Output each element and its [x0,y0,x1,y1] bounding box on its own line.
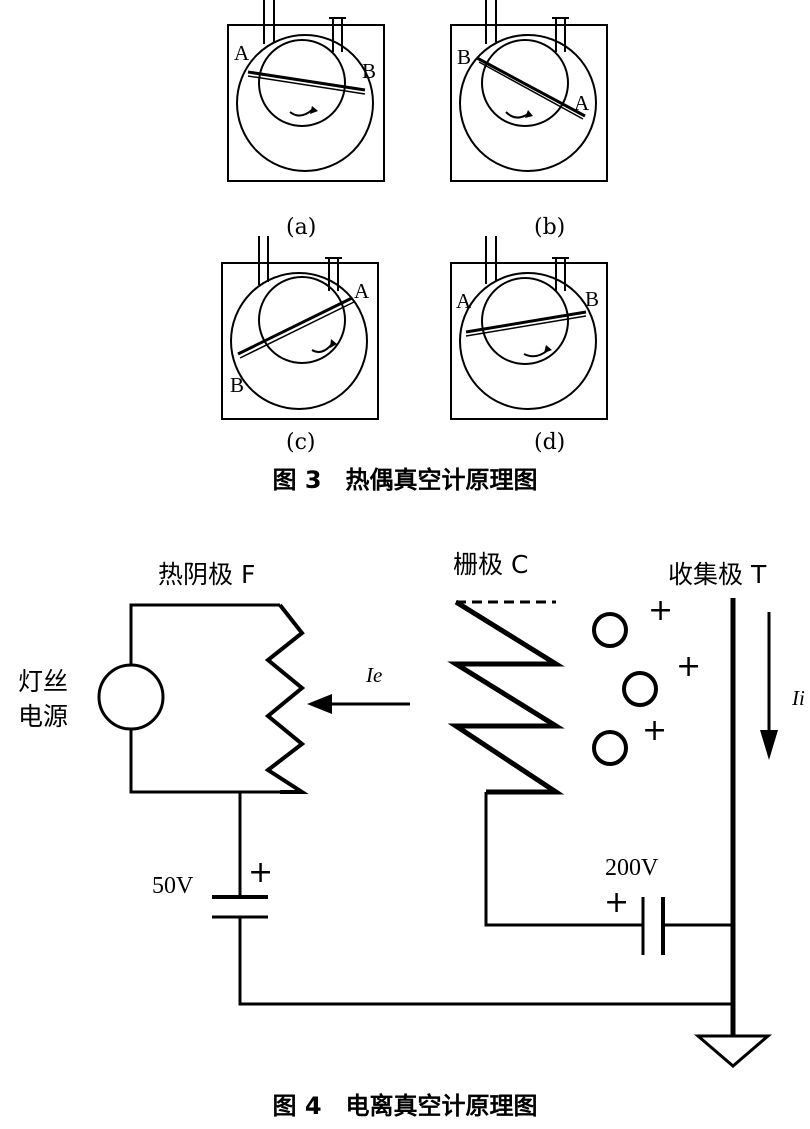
filament-supply-label-1: 灯丝 [18,667,68,696]
figure-4-caption: 图 4 电离真空计原理图 [272,1092,537,1120]
panel-b-end-left: B [457,45,471,69]
cathode-supply-circuit [212,792,733,1006]
ion-plus-1: + [648,593,673,628]
ground-symbol [693,1004,773,1068]
grid-voltage-label: 200V [605,855,659,881]
grid-supply-plus: + [604,885,629,920]
figure-4-svg: 热阴极 F 栅极 C 收集极 T 灯丝 电源 Ie + + [18,550,805,1120]
panel-c-end-left: B [230,373,244,397]
electron-current-label: Ie [365,663,382,687]
panel-c: B A (c) [221,236,379,455]
panel-c-end-right: A [354,279,370,303]
panel-d-end-left: A [456,289,472,313]
ion-current-arrow [760,612,778,760]
collector-label: 收集极 T [668,560,767,589]
grid-electrode [447,599,565,795]
figure-4-ionization-gauge: 热阴极 F 栅极 C 收集极 T 灯丝 电源 Ie + + [0,510,810,1129]
ion-plus-2: + [676,649,701,684]
panel-d-end-right: B [585,287,599,311]
ion-current-label: Ii [791,686,805,710]
panel-a-end-right: B [362,59,376,83]
figure-3-caption: 图 3 热偶真空计原理图 [272,466,537,494]
panel-a-label: (a) [286,215,316,240]
panel-d-label: (d) [534,430,565,455]
ion-plus-3: + [642,713,667,748]
cathode-voltage-label: 50V [152,873,194,899]
ion-markers: + + + [592,593,701,766]
panel-c-label: (c) [286,430,316,455]
panel-b-label: (b) [534,215,565,240]
filament-supply-label-2: 电源 [18,702,68,731]
electron-current-arrow [307,694,410,714]
filament-circuit [97,603,280,794]
panel-a: A B (a) [227,0,385,240]
cathode-supply-plus: + [248,855,273,890]
grid-supply-circuit [484,792,733,955]
cathode-label: 热阴极 F [158,560,255,589]
grid-label: 栅极 C [453,550,528,579]
hot-cathode-filament [264,603,309,794]
figure-3-svg: A B (a) B A (b) [221,0,608,494]
panel-a-end-left: A [234,41,250,65]
panel-b-end-right: A [574,91,590,115]
figure-3-thermocouple-gauge: A B (a) B A (b) [0,0,810,510]
panel-d: A B (d) [450,236,608,455]
panel-b: B A (b) [450,0,608,240]
